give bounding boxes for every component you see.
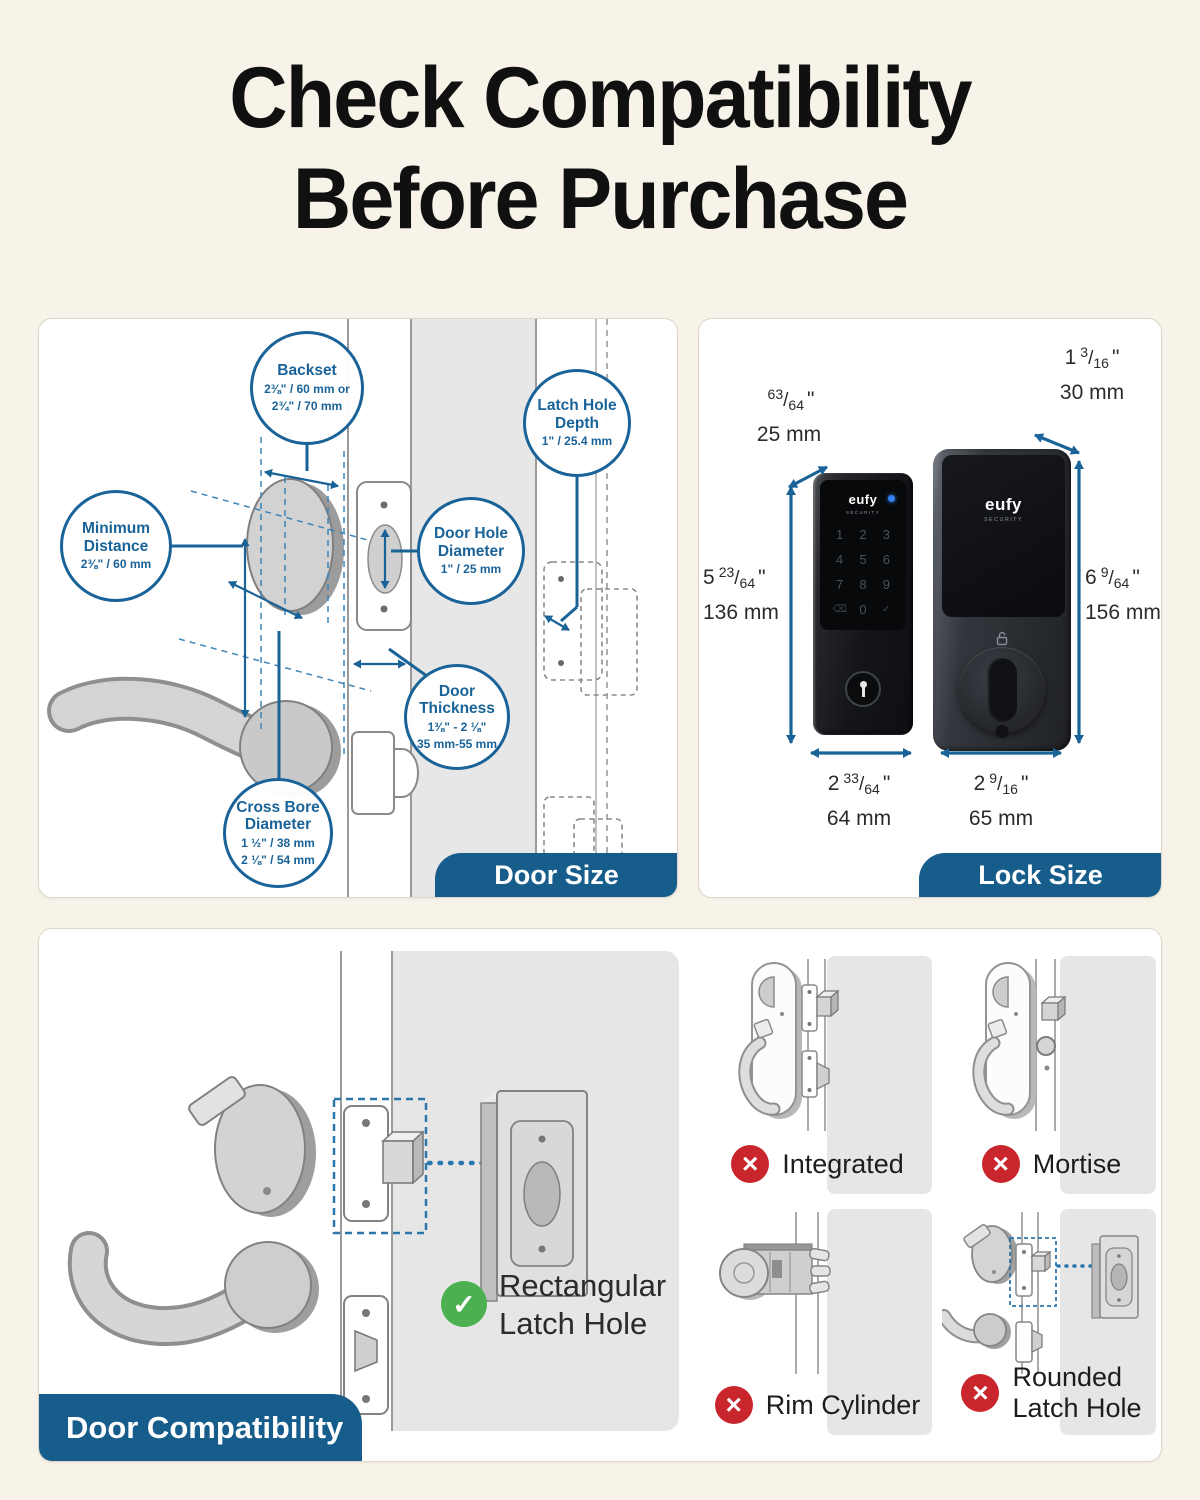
lock-size-banner: Lock Size (919, 853, 1161, 897)
integrated-label: Integrated (782, 1148, 904, 1179)
door-compatibility-panel: ✓ Rectangular Latch Hole (38, 928, 1162, 1462)
incompatible-x-icon: × (731, 1145, 770, 1183)
door-lever-illustration (47, 676, 341, 799)
front-lock-image: eufy SECURITY 1 2 3 4 5 6 7 8 9 ⌫ 0 ✓ (813, 473, 913, 735)
title-line-1: Check Compatibility (229, 50, 972, 146)
callout-cross-bore-diameter: Cross Bore Diameter 1 ½" / 38 mm 2 ⅛" / … (223, 778, 333, 888)
rounded-latch-hole-illustration (942, 1212, 1139, 1374)
latch-bolt-illustration (351, 731, 419, 815)
callout-backset: Backset 2⅜" / 60 mm or 2¾" / 70 mm (250, 331, 364, 445)
door-compatibility-banner: Door Compatibility (39, 1394, 362, 1461)
rear-lock-height-label: 6964" 156 mm (1085, 557, 1161, 628)
front-lock-width-label: 23364" 64 mm (803, 763, 915, 834)
rounded-latch-hole-label: Rounded Latch Hole (1012, 1362, 1142, 1423)
rim-cylinder-illustration (719, 1212, 831, 1374)
thumbturn-illustration (188, 1076, 316, 1217)
callout-latch-hole-depth: Latch Hole Depth 1" / 25.4 mm (523, 369, 631, 477)
mortise-label: Mortise (1032, 1148, 1122, 1179)
incompatible-card-rounded-latch-hole: × Rounded Latch Hole (942, 1204, 1161, 1440)
rectangular-latch-illustration (343, 1105, 425, 1222)
lock-size-panel: eufy SECURITY 1 2 3 4 5 6 7 8 9 ⌫ 0 ✓ (698, 318, 1162, 898)
status-led-icon (888, 495, 895, 502)
incompatible-x-icon: × (981, 1145, 1020, 1183)
unlock-icon (996, 631, 1008, 646)
lock-size-arrows (786, 433, 1084, 758)
frame-latch-hole-dashed (543, 561, 638, 892)
rectangular-latch-hole-label: Rectangular Latch Hole (499, 1268, 667, 1341)
rear-lock-button (995, 725, 1009, 738)
keypad-keys: 1 2 3 4 5 6 7 8 9 ⌫ 0 ✓ (828, 524, 898, 620)
thumbturn-knob (959, 647, 1045, 733)
eufy-security-label: SECURITY (983, 517, 1023, 523)
rear-lock-image: eufy SECURITY (933, 449, 1071, 751)
incompatible-card-integrated: × Integrated (698, 951, 937, 1199)
keyhole-icon (845, 671, 881, 707)
rear-lock-cover: eufy SECURITY (942, 455, 1065, 617)
compatible-check-icon: ✓ (441, 1281, 487, 1327)
latch-highlight-box (332, 1097, 428, 1235)
rear-lock-width-label: 2916" 65 mm (945, 763, 1057, 834)
title-line-2: Before Purchase (292, 151, 909, 247)
callout-door-hole-diameter: Door Hole Diameter 1" / 25 mm (417, 497, 525, 605)
shield-check-icon: ✓ (882, 604, 891, 615)
eufy-logo: eufy (848, 492, 878, 507)
keypad-screen: eufy SECURITY 1 2 3 4 5 6 7 8 9 ⌫ 0 ✓ (820, 480, 906, 630)
front-lock-height-label: 52364" 136 mm (703, 557, 787, 628)
incompatible-card-mortise: × Mortise (942, 951, 1161, 1199)
lever-illustration (67, 1231, 319, 1347)
incompatible-card-rim-cylinder: × Rim Cylinder (698, 1204, 937, 1440)
incompatible-x-icon: × (714, 1386, 753, 1424)
callout-door-thickness: Door Thickness 1⅜" - 2 ⅛" 35 mm-55 mm (404, 664, 510, 770)
rear-lock-depth-label: 1316" 30 mm (1029, 337, 1155, 408)
mortise-lock-illustration (972, 959, 1067, 1131)
backspace-icon: ⌫ (832, 604, 847, 615)
door-body-section (411, 319, 536, 897)
front-lock-depth-label: 6364" 25 mm (729, 379, 849, 450)
lower-latch-illustration (343, 1295, 389, 1415)
door-size-banner: Door Size (435, 853, 677, 897)
door-size-panel: Backset 2⅜" / 60 mm or 2¾" / 70 mm Minim… (38, 318, 678, 898)
strike-box-illustration (480, 1090, 588, 1302)
rim-cylinder-label: Rim Cylinder (765, 1389, 921, 1420)
eufy-logo: eufy (985, 495, 1022, 514)
callout-minimum-distance: Minimum Distance 2⅜" / 60 mm (60, 490, 172, 602)
rectangular-latch-diagram (67, 951, 679, 1431)
page-title: Check Compatibility Before Purchase (36, 48, 1164, 250)
incompatible-x-icon: × (961, 1374, 1000, 1412)
eufy-security-label: SECURITY (846, 510, 880, 515)
integrated-lock-illustration (738, 959, 840, 1131)
